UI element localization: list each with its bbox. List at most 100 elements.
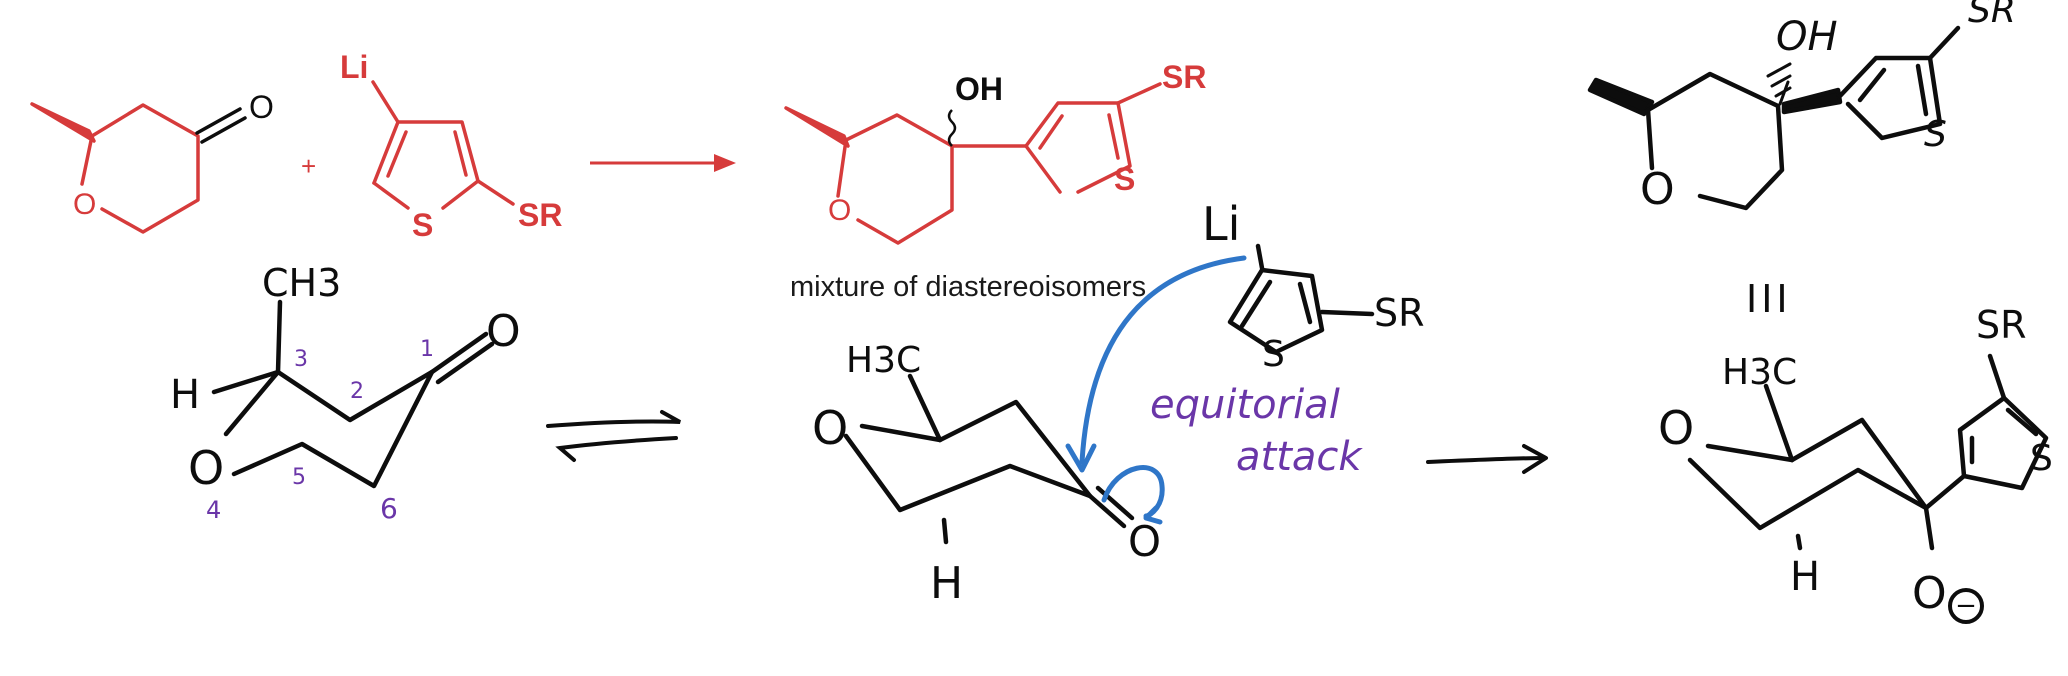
product-ring-oxygen: O	[828, 194, 851, 227]
forward-arrow-head	[1522, 444, 1548, 474]
hand-c-li-bond	[1255, 243, 1265, 271]
ketone-ring-bond	[80, 134, 94, 186]
forward-arrow-shaft	[1426, 456, 1546, 464]
lithium-label: Li	[340, 49, 368, 85]
product-thiophene-sulfur: S	[1114, 161, 1135, 197]
hand-sr-label: SR	[1968, 0, 2016, 31]
reaction-arrow	[590, 154, 736, 172]
chair-carbonyl-bond-2	[435, 341, 495, 385]
product-thiophene-bond	[1024, 144, 1062, 194]
structure-number: III	[1746, 277, 1792, 321]
chair-methyl-label: CH3	[262, 261, 341, 305]
right-c-o-bond	[1923, 505, 1935, 551]
axial-methyl-bond	[275, 299, 283, 375]
right-sr-label: SR	[1976, 303, 2027, 347]
chair-carbonyl-oxygen: O	[486, 306, 521, 357]
thiophene-double-bond-2	[453, 130, 468, 177]
product-alcohol	[784, 82, 1162, 245]
chair-alkoxide	[1687, 353, 2049, 551]
thiophene-double-bond	[386, 130, 408, 178]
mid-methyl-label: H3C	[846, 340, 921, 381]
mid-h-bond	[941, 517, 949, 545]
chair-carbonyl-bond	[429, 331, 489, 375]
hand-ring-bond	[1645, 107, 1655, 171]
atom-number-1: 1	[420, 337, 434, 362]
mid-ring-oxygen: O	[812, 401, 848, 455]
right-chair-bottom	[1687, 457, 1929, 531]
product-ring-bonds	[844, 113, 954, 245]
hand-li-thiophene-double-2	[1297, 281, 1313, 325]
forward-arrow	[1426, 444, 1548, 474]
nucleophile-curly-arrow	[1079, 255, 1247, 465]
reverse-harpoon	[555, 436, 678, 462]
handdrawn-thienyllithium	[1227, 243, 1375, 355]
hand-thiophene	[1837, 55, 1943, 141]
mid-h-label: H	[930, 558, 963, 609]
right-c-s-bond	[1987, 353, 2007, 401]
diastereomer-caption: mixture of diastereoisomers	[790, 271, 1146, 303]
mid-carbonyl-bond	[1087, 493, 1127, 529]
starting-ketone	[30, 102, 247, 234]
hand-li-thiophene-double	[1239, 279, 1273, 329]
product-hydroxyl: OH	[955, 71, 1003, 107]
ketone-oxygen: O	[249, 89, 274, 125]
thiophene-bonds	[372, 120, 480, 210]
product-ring-bond	[836, 138, 848, 198]
right-methyl-bond	[1763, 383, 1795, 463]
nucleophile-arrowhead	[1065, 443, 1097, 473]
alkoxide-oxygen: O	[1912, 568, 1947, 619]
thiophene-bond	[372, 181, 410, 210]
pi-bond-arrowhead	[1143, 505, 1163, 525]
hashed-bond	[1766, 62, 1792, 106]
right-h-bond	[1795, 533, 1803, 551]
hand-li-thiophene	[1227, 267, 1325, 355]
hand-aryl-wedge	[1781, 87, 1843, 115]
chair-ring-oxygen: O	[188, 441, 224, 495]
hand-ring-oxygen: O	[1640, 164, 1675, 215]
wavy-bond	[947, 109, 957, 147]
mid-chair-top	[937, 399, 1093, 499]
note-equitorial: equitorial	[1150, 382, 1340, 428]
atom-number-3: 3	[294, 347, 308, 372]
hand-lithium-label: Li	[1202, 197, 1240, 251]
atom-number-6: 6	[380, 492, 398, 525]
methyl-wedge	[30, 102, 96, 143]
product-c-s-bond	[1116, 82, 1162, 105]
chair-ketone	[211, 299, 495, 489]
hand-ring-bonds	[1645, 71, 1785, 211]
note-attack: attack	[1236, 434, 1363, 480]
mid-methyl-bond	[907, 373, 943, 443]
handdrawn-product	[1587, 25, 1961, 211]
hand-li-sr-label: SR	[1374, 291, 1425, 335]
ring-oxygen: O	[73, 188, 96, 221]
equilibrium-arrows	[546, 410, 681, 462]
mid-ring-bond	[859, 423, 943, 443]
mid-carbonyl-oxygen: O	[1128, 517, 1161, 566]
right-thiophene-double-2	[2005, 407, 2039, 437]
carbonyl-bond-2	[200, 116, 247, 144]
mid-chair-bottom	[843, 433, 1093, 513]
right-thiophene-sulfur: S	[2030, 438, 2053, 479]
mid-carbonyl-bond-2	[1095, 485, 1135, 521]
hand-thiophene-double	[1857, 67, 1887, 103]
chair-bond	[223, 369, 281, 437]
hand-thiophene-sulfur: S	[1924, 114, 1947, 155]
thiophene-sulfur: S	[412, 207, 433, 243]
atom-number-2: 2	[350, 379, 364, 404]
lithio-thiophene	[371, 80, 515, 210]
negative-charge-sign: −	[1955, 591, 1977, 621]
right-thiophene	[1957, 395, 2049, 491]
chair-top-bonds	[275, 369, 435, 423]
plus-sign: +	[301, 151, 316, 181]
negative-charge-circle	[1948, 588, 1984, 624]
forward-harpoon	[546, 410, 681, 428]
product-thiophene-double-bond	[1038, 114, 1064, 150]
hand-thiophene-double-2	[1915, 63, 1929, 117]
sr-label: SR	[518, 197, 562, 233]
hand-c-s-bond	[1927, 25, 1961, 61]
hand-li-c-s-bond	[1319, 309, 1375, 317]
chair-attack	[843, 373, 1135, 545]
c-li-bond	[371, 80, 400, 124]
right-ring-bond	[1705, 443, 1795, 463]
